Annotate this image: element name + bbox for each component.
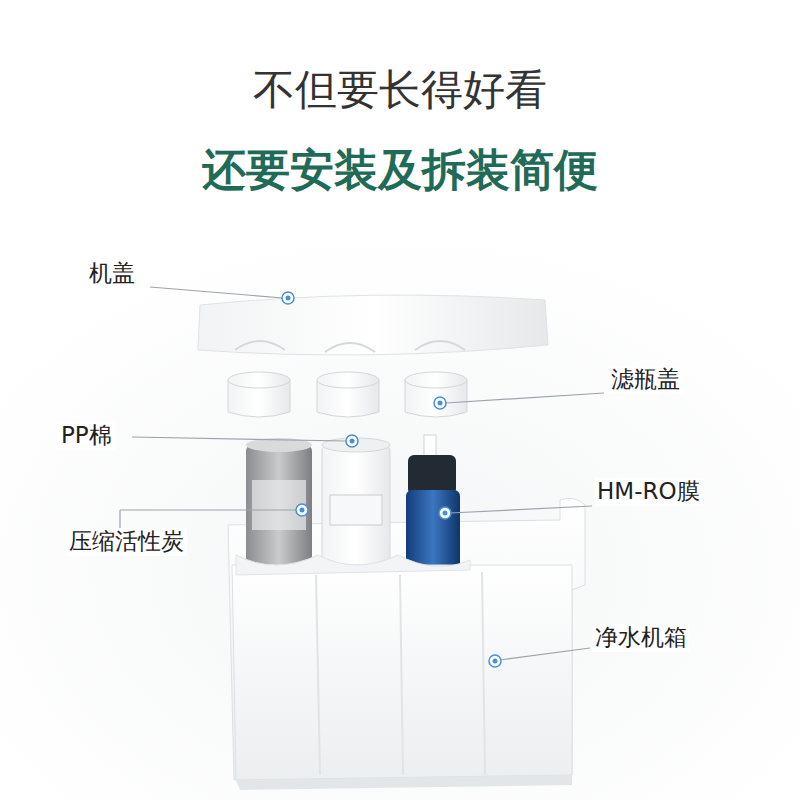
part-label: 机盖 — [86, 260, 138, 288]
part-label: HM-RO膜 — [594, 478, 703, 506]
part-label: 压缩活性炭 — [66, 528, 187, 556]
part-label: 净水机箱 — [592, 624, 690, 652]
part-label: 滤瓶盖 — [608, 366, 683, 394]
subheading: 还要安装及拆装简便 — [202, 144, 598, 197]
part-label: PP棉 — [58, 422, 115, 450]
heading: 不但要长得好看 — [253, 65, 547, 115]
